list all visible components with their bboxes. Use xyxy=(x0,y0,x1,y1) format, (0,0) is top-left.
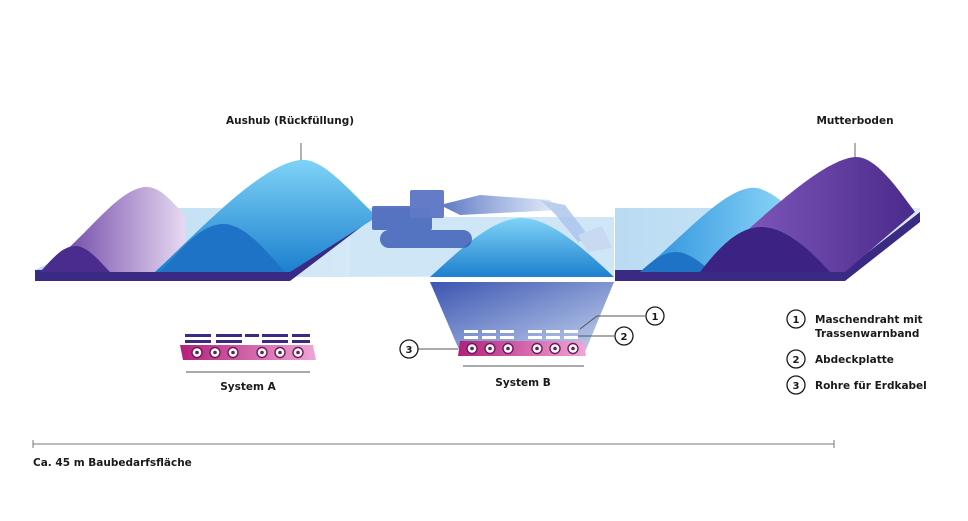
callout-3: 3 xyxy=(399,339,458,359)
left-purple-mound xyxy=(40,186,185,272)
callout-1: 1 xyxy=(579,306,665,330)
svg-text:1: 1 xyxy=(652,312,659,323)
excavator xyxy=(372,190,612,252)
svg-text:2: 2 xyxy=(621,332,628,343)
system-b-label: System B xyxy=(495,377,550,389)
legend-item-2: 2 Abdeckplatte xyxy=(786,349,894,369)
system-a-label: System A xyxy=(220,381,276,393)
legend-item-1: 1 Maschendraht mit Trassenwarnband xyxy=(786,309,923,340)
legend-item-3: 3 Rohre für Erdkabel xyxy=(786,375,927,395)
system-b xyxy=(458,330,586,367)
svg-text:Abdeckplatte: Abdeckplatte xyxy=(815,354,894,366)
aushub-mound xyxy=(155,159,372,272)
svg-text:Trassenwarnband: Trassenwarnband xyxy=(815,328,919,340)
callout-2: 2 xyxy=(578,326,634,346)
system-a xyxy=(180,334,316,373)
width-dimension xyxy=(32,440,835,448)
legend: 1 Maschendraht mit Trassenwarnband 2 Abd… xyxy=(786,309,927,395)
svg-text:2: 2 xyxy=(793,355,800,366)
svg-text:3: 3 xyxy=(793,381,800,392)
trench xyxy=(430,217,614,352)
mutterboden-mound xyxy=(700,156,915,272)
svg-text:Maschendraht mit: Maschendraht mit xyxy=(815,314,923,326)
width-note: Ca. 45 m Baubedarfsfläche xyxy=(33,457,192,469)
svg-text:3: 3 xyxy=(406,345,413,356)
svg-text:1: 1 xyxy=(793,315,800,326)
svg-text:Rohre für Erdkabel: Rohre für Erdkabel xyxy=(815,380,927,392)
mutterboden-label: Mutterboden xyxy=(816,115,893,127)
aushub-label: Aushub (Rückfüllung) xyxy=(226,115,354,127)
